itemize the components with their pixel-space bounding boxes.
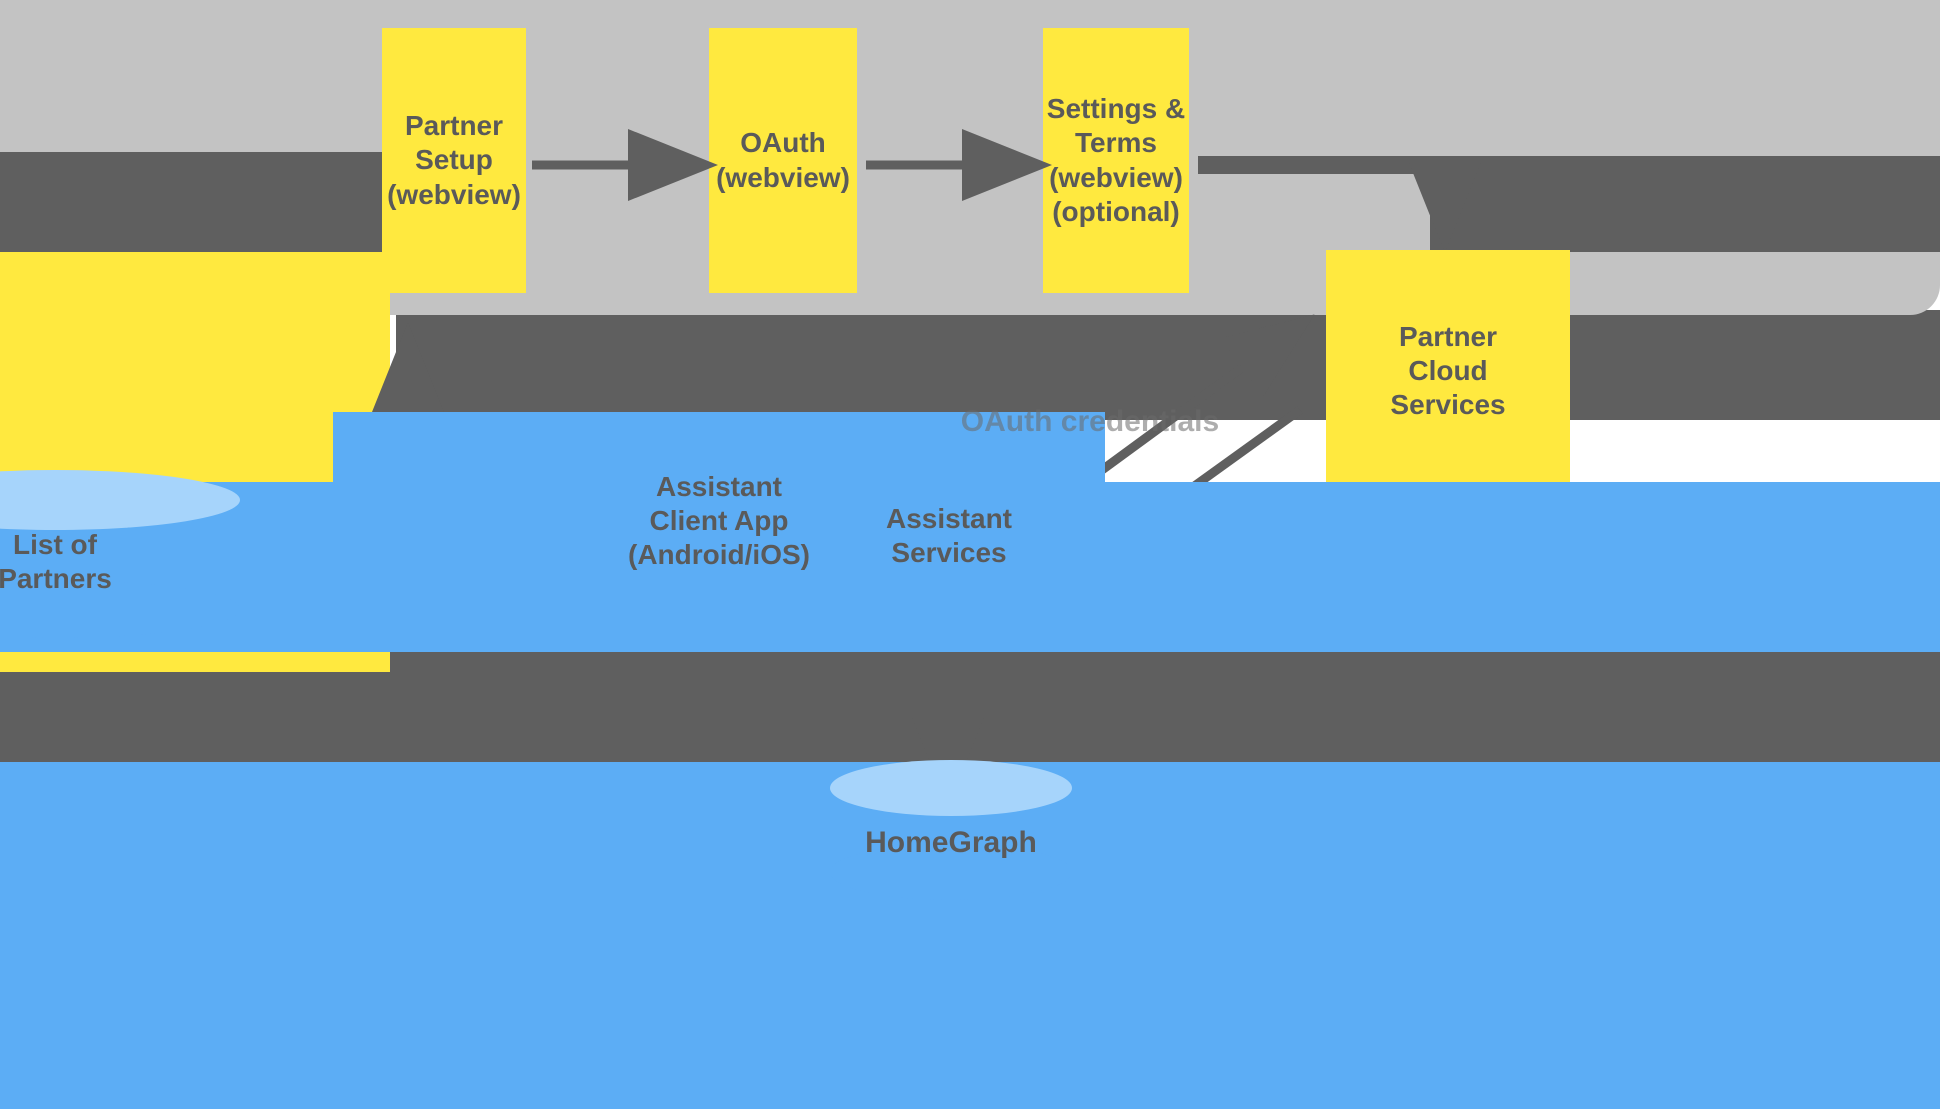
node-partner-cloud-line-1: Partner	[1398, 320, 1498, 352]
list-of-partners-line-2: Partners	[0, 563, 112, 594]
node-assistant-client-line-2: Client App	[649, 505, 789, 537]
node-settings-terms-line-4: (optional)	[1052, 195, 1180, 227]
node-partner-cloud-services[interactable]: Partner Cloud Services	[1326, 250, 1570, 492]
homegraph-cylinder[interactable]	[830, 760, 1072, 900]
edge-label-oauth-credentials-text: OAuth credentials	[960, 404, 1220, 438]
node-settings-terms-line-1: Settings &	[1046, 93, 1186, 125]
node-assistant-client-line-3: (Android/iOS)	[628, 539, 810, 571]
connector-band-strip-b	[0, 226, 392, 252]
node-partner-setup-line-1: Partner	[404, 110, 504, 142]
connector-band-mid-lower	[404, 356, 1940, 418]
node-assistant-client-app[interactable]: Assistant Client App (Android/iOS)	[333, 412, 1105, 652]
node-assistant-services[interactable]: Assistant Services	[838, 498, 1060, 574]
node-homegraph-label: HomeGraph	[830, 820, 1072, 866]
node-partner-cloud-line-3: Services	[1390, 389, 1506, 421]
edge-label-oauth-credentials: OAuth credentials	[880, 400, 1300, 444]
node-assistant-services-line-2: Services	[891, 537, 1007, 568]
node-settings-terms-line-2: Terms	[1075, 127, 1157, 159]
list-of-partners-line-1: List of	[13, 528, 97, 560]
node-oauth-line-2: (webview)	[716, 161, 850, 193]
node-assistant-services-line-1: Assistant	[885, 502, 1013, 534]
node-list-of-partners-label: List of Partners	[0, 522, 240, 602]
connector-band-over-container-right2	[1430, 156, 1940, 252]
node-settings-terms[interactable]: Settings & Terms (webview) (optional)	[1043, 28, 1189, 293]
node-partner-cloud-line-2: Cloud	[1408, 354, 1488, 386]
connector-band-strip-a	[0, 208, 392, 218]
homegraph-cylinder-bottom-ellipse	[830, 844, 1072, 900]
node-partner-setup[interactable]: Partner Setup (webview)	[382, 28, 526, 293]
node-settings-terms-line-3: (webview)	[1049, 161, 1183, 193]
node-partner-setup-line-2: Setup	[415, 144, 493, 176]
arrow-assistant-to-partner-cloud	[1069, 314, 1315, 496]
node-homegraph-text: HomeGraph	[865, 825, 1037, 859]
node-partner-setup-line-3: (webview)	[387, 178, 521, 210]
homegraph-cylinder-top-ellipse	[830, 760, 1072, 816]
list-of-partners-cylinder[interactable]	[0, 470, 240, 638]
node-oauth[interactable]: OAuth (webview)	[709, 28, 857, 293]
node-assistant-client-line-1: Assistant	[655, 471, 783, 502]
node-oauth-line-1: OAuth	[740, 127, 826, 159]
